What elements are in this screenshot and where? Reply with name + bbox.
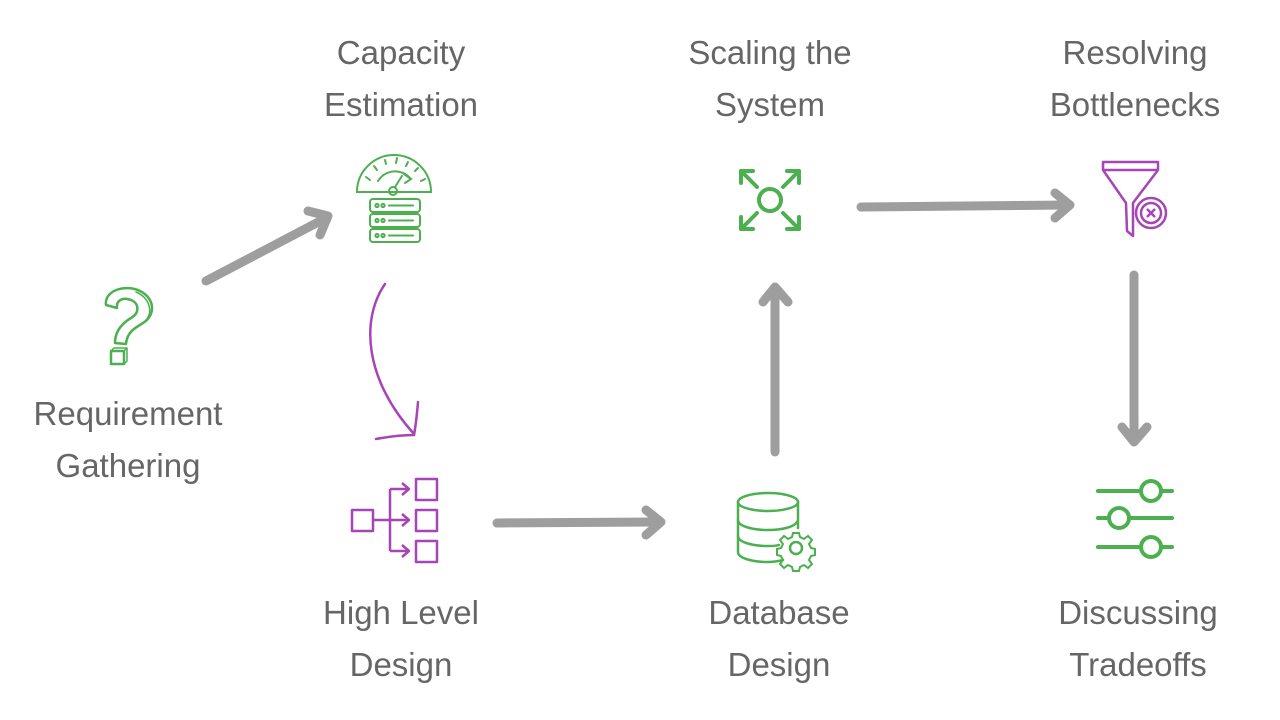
- label-line2: Gathering: [55, 447, 201, 484]
- expand-arrows-icon: [739, 169, 801, 231]
- arrow-requirement-to-capacity: [201, 206, 333, 286]
- arrow-highlevel-to-database: [492, 505, 666, 540]
- label-line1: Resolving: [1062, 34, 1208, 71]
- label-line2: System: [714, 86, 826, 123]
- question-mark-icon: [104, 286, 154, 366]
- label-line1: Database: [708, 594, 850, 631]
- arrow-bottlenecks-to-tradeoffs: [1117, 270, 1152, 447]
- arrow-capacity-to-highlevel: [369, 282, 420, 441]
- label-line1: Discussing: [1058, 594, 1218, 631]
- hierarchy-icon: [350, 477, 439, 564]
- label-high-level-design: High Level Design: [271, 587, 531, 691]
- funnel-cancel-icon: [1101, 160, 1168, 238]
- arrow-database-to-scaling: [758, 282, 793, 457]
- label-line2: Estimation: [323, 86, 479, 123]
- label-requirement-gathering: Requirement Gathering: [0, 388, 258, 492]
- database-gear-icon: [736, 491, 816, 572]
- label-line1: Requirement: [33, 395, 223, 432]
- label-line2: Tradeoffs: [1069, 646, 1207, 683]
- gauge-server-icon: [355, 154, 433, 243]
- label-line1: High Level: [323, 594, 479, 631]
- label-scaling-the-system: Scaling the System: [640, 27, 900, 131]
- label-line1: Scaling the: [688, 34, 852, 71]
- label-line2: Design: [727, 646, 831, 683]
- label-resolving-bottlenecks: Resolving Bottlenecks: [1005, 27, 1265, 131]
- label-line2: Bottlenecks: [1049, 86, 1221, 123]
- label-line2: Design: [349, 646, 453, 683]
- sliders-icon: [1096, 479, 1174, 559]
- label-database-design: Database Design: [649, 587, 909, 691]
- arrow-scaling-to-bottlenecks: [856, 188, 1075, 223]
- label-discussing-tradeoffs: Discussing Tradeoffs: [1008, 587, 1268, 691]
- label-capacity-estimation: Capacity Estimation: [271, 27, 531, 131]
- label-line1: Capacity: [336, 34, 466, 71]
